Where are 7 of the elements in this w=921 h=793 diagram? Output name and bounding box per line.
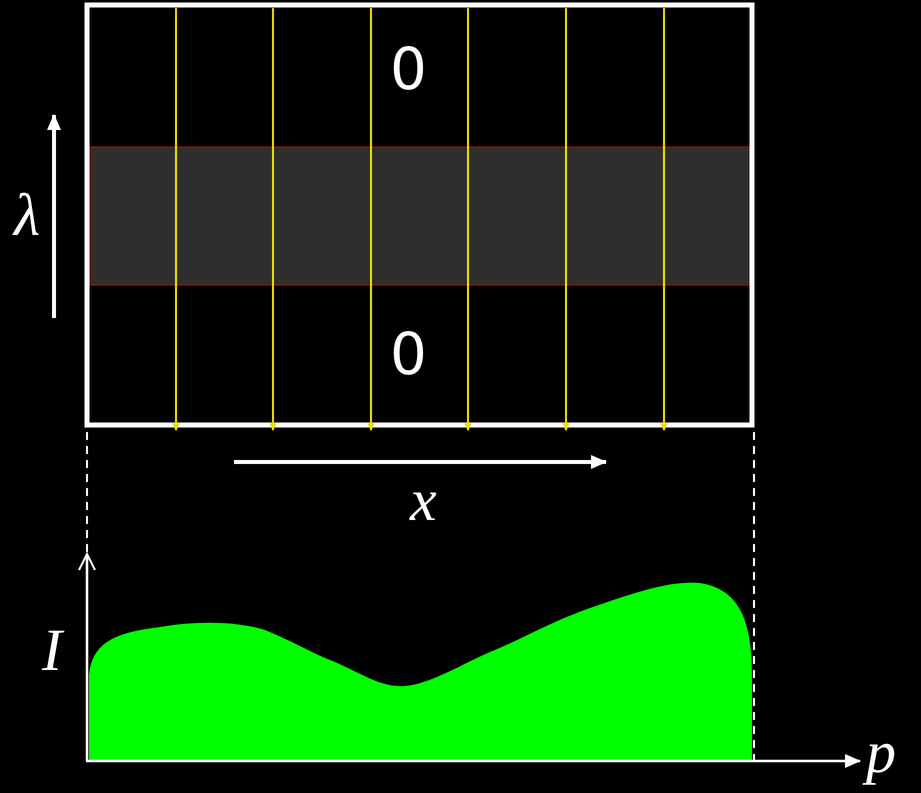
intensity-label: I [42,620,62,680]
intensity-profile [89,582,752,760]
position-label: x [410,470,437,530]
slab-band [89,146,751,286]
zero-label: 0 [390,325,427,383]
zero-label: 0 [390,40,427,98]
wavelength-label: λ [14,185,40,245]
